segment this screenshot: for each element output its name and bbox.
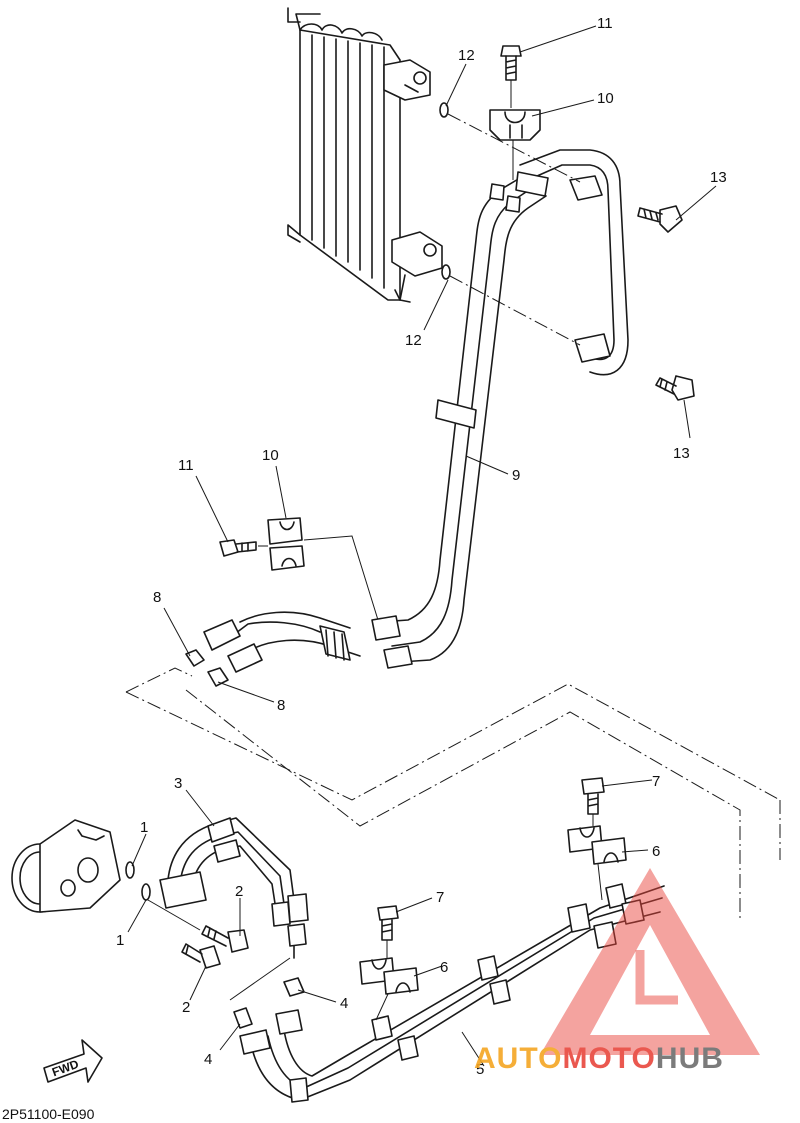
middle-clamp — [219, 517, 379, 621]
lower-hose-assembly — [239, 883, 665, 1103]
bolts-2 — [147, 899, 249, 969]
oil-cooler — [287, 7, 443, 303]
watermark-auto: AUTO — [474, 1042, 562, 1075]
callout-1-upper: 1 — [140, 819, 148, 836]
callout-8-lower: 8 — [277, 697, 285, 714]
callout-2-lower: 2 — [182, 999, 190, 1016]
forward-direction-arrow: FWD — [43, 1039, 103, 1083]
leader-lines — [127, 25, 717, 1067]
watermark-moto: MOTO — [562, 1042, 655, 1075]
hose-assembly-upper — [185, 611, 413, 687]
callout-4-left: 4 — [204, 1051, 212, 1068]
diagram-code: 2P51100-E090 — [2, 1106, 95, 1122]
engine-port — [11, 819, 121, 913]
o-rings-upper — [439, 102, 581, 346]
callout-8-upper: 8 — [153, 589, 161, 606]
callout-12-middle: 12 — [405, 332, 422, 349]
watermark-text: AUTOMOTOHUB — [474, 1042, 724, 1075]
reference-frame — [125, 667, 781, 920]
callout-7-left: 7 — [436, 889, 444, 906]
callout-13-middle: 13 — [673, 445, 690, 462]
callout-2-upper: 2 — [235, 883, 243, 900]
callout-11-middle: 11 — [178, 457, 194, 474]
callout-7-right: 7 — [652, 773, 660, 790]
callout-10-top: 10 — [597, 90, 614, 107]
callout-1-lower: 1 — [116, 932, 124, 949]
callout-10-middle: 10 — [262, 447, 279, 464]
watermark-hub: HUB — [656, 1042, 724, 1075]
oil-cooler-pipe — [379, 149, 629, 663]
o-rings-lower — [125, 861, 151, 901]
callout-5: 5 — [476, 1061, 484, 1078]
callout-numbers: 11 10 12 12 13 13 9 10 11 8 8 3 1 1 2 2 … — [116, 15, 727, 1078]
callout-9: 9 — [512, 467, 520, 484]
watermark-triangle — [540, 868, 760, 1055]
callout-12-top: 12 — [458, 47, 475, 64]
callout-13-top: 13 — [710, 169, 727, 186]
callout-6-left: 6 — [440, 959, 448, 976]
upper-clamp — [489, 45, 541, 180]
lower-clamps — [359, 777, 627, 1021]
callout-3: 3 — [174, 775, 182, 792]
callout-11-top: 11 — [597, 15, 613, 32]
bolts-13 — [637, 205, 695, 401]
flange-pipe — [159, 817, 309, 959]
watermark-logo: AUTOMOTOHUB — [474, 868, 760, 1075]
callout-6-right: 6 — [652, 843, 660, 860]
callout-4-right: 4 — [340, 995, 348, 1012]
